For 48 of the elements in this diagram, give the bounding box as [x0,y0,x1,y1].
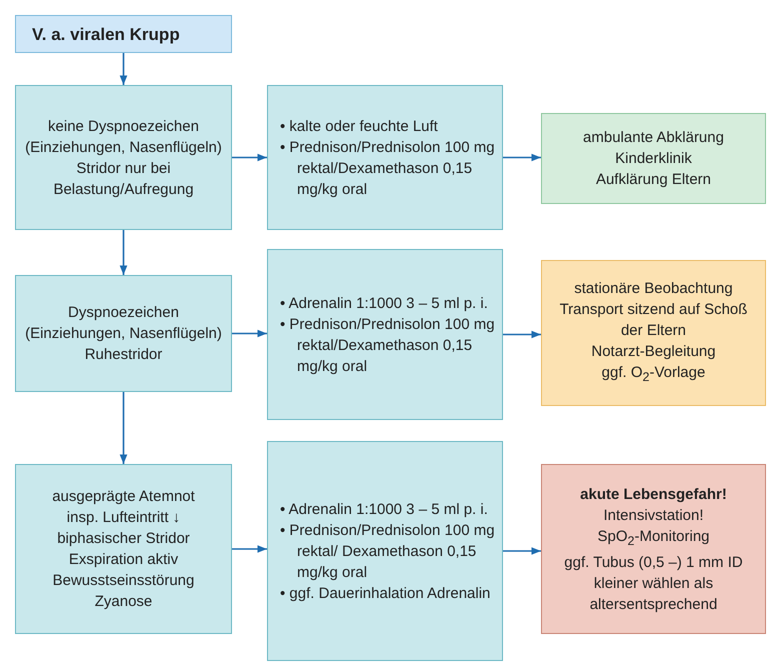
box-text: Aufklärung Eltern [596,170,712,190]
finding-box [15,275,232,392]
arrow [120,53,128,85]
box-text: ambulante Abklärung [583,128,724,148]
bullet-item: • Adrenalin 1:1000 3 – 5 ml p. i. [280,294,489,314]
box-text: Intensivstation! [603,506,704,526]
box-text: insp. Lufteintritt ↓ [66,508,180,528]
arrow [232,154,267,162]
arrow [503,330,541,338]
box-text: Transport sitzend auf Schoß der Eltern [558,300,748,341]
bullet-item: • ggf. Dauerinhalation Adrenalin [280,584,492,604]
box-text: stationäre Beobachtung [574,279,733,299]
box-text: Notarzt-Begleitung [591,342,716,362]
box-text: Stridor nur bei Belastung/Aufregung [52,158,195,200]
arrow [120,392,128,464]
finding-box [15,85,232,230]
therapy-box [267,441,503,661]
box-text: Ruhestridor [84,345,162,365]
outcome-box [541,113,766,204]
outcome-box [541,260,766,406]
therapy-box [267,249,503,420]
arrow [503,547,541,555]
box-text: Bewusstseinsstörung [52,571,194,591]
bullet-item: • kalte oder feuchte Luft [280,116,439,136]
box-text: Zyanose [94,592,152,612]
arrow [120,230,128,275]
bullet-item: • Prednison/Prednisolon 100 mg rektal/Dexamethason 0,15 mg/kg oral [280,138,496,200]
box-text: Kinderklinik [615,149,692,169]
box-text: V. a. viralen Krupp [32,24,180,44]
box-text: Dyspnoezeichen (Einziehungen, Nasenflügeln) [24,303,223,344]
finding-box [15,464,232,634]
box-text: ggf. Tubus (0,5 –) 1 mm ID kleiner wählen als altersentsprechend [563,552,744,614]
title-box [15,15,232,53]
bullet-item: • Prednison/Prednisolon 100 mg rektal/Dexamethason 0,15 mg/kg oral [280,314,496,376]
box-text: keine Dyspnoezeichen (Einziehungen, Nasenflügeln) [24,116,223,158]
arrow [232,545,267,553]
outcome-box [541,464,766,634]
box-text: biphasischer Stridor [57,529,190,549]
bullet-item: • Adrenalin 1:1000 3 – 5 ml p. i. [280,500,489,520]
box-text: ggf. O$_{2}$-Vorlage [602,363,706,386]
bullet-item: • Prednison/Prednisolon 100 mg rektal/ Dexamethason 0,15 mg/kg oral [280,520,496,582]
therapy-box [267,85,503,230]
box-text: Exspiration aktiv [68,550,178,570]
heading-text: akute Lebensgefahr! [580,484,727,504]
arrow [503,154,541,162]
arrow [232,330,267,338]
box-text: ausgeprägte Atemnot [52,487,195,507]
box-text: SpO$_{2}$-Monitoring [598,526,710,550]
